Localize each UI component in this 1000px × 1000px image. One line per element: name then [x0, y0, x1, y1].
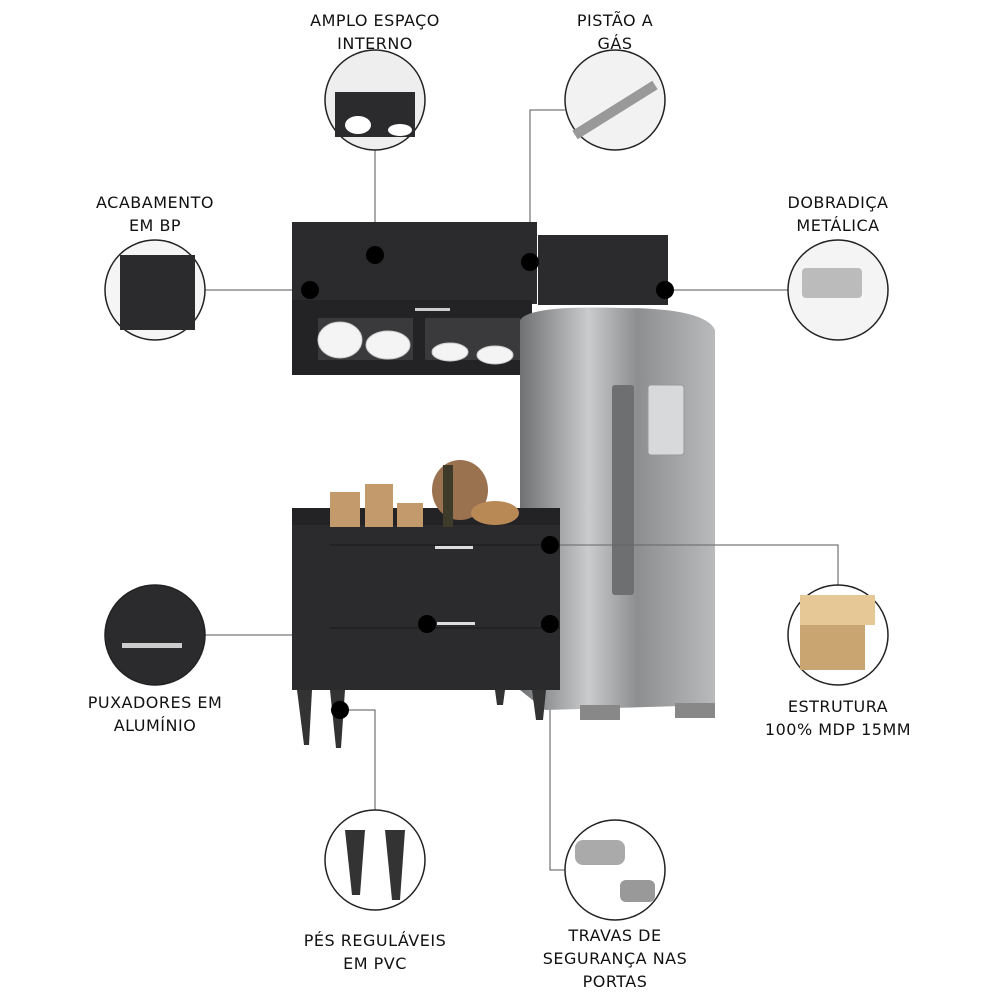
label-line: ALUMÍNIO — [113, 716, 197, 735]
label-line: ESTRUTURA — [787, 697, 889, 716]
base-cabinet — [292, 460, 560, 748]
label-line: PUXADORES EM — [87, 693, 223, 712]
label-line: ACABAMENTO — [96, 193, 214, 212]
label-line: INTERNO — [337, 34, 413, 53]
label-line: AMPLO ESPAÇO — [310, 11, 440, 30]
feature-label-piston: PISTÃO A GÁS — [505, 9, 725, 55]
feature-label-locks: TRAVAS DE SEGURANÇA NAS PORTAS — [505, 924, 725, 993]
label-line: TRAVAS DE — [568, 926, 662, 945]
label-line: PISTÃO A — [576, 11, 654, 30]
label-line: GÁS — [597, 34, 633, 53]
label-line: DOBRADIÇA — [787, 193, 889, 212]
refrigerator — [520, 307, 715, 720]
feature-label-feet: PÉS REGULÁVEIS EM PVC — [265, 929, 485, 975]
label-line: EM PVC — [343, 954, 407, 973]
label-line: PORTAS — [582, 972, 648, 991]
label-line: EM BP — [128, 216, 182, 235]
detail-circles — [104, 49, 889, 921]
label-line: PÉS REGULÁVEIS — [303, 931, 447, 950]
handle-detail — [104, 584, 206, 686]
label-line: SEGURANÇA NAS — [542, 949, 688, 968]
countertop-decor — [330, 460, 519, 527]
feet-detail — [324, 809, 426, 911]
marker-dots — [301, 246, 674, 719]
feature-label-interior: AMPLO ESPAÇO INTERNO — [265, 9, 485, 55]
feature-label-structure: ESTRUTURA 100% MDP 15MM — [728, 695, 948, 741]
feature-label-handles: PUXADORES EM ALUMÍNIO — [45, 691, 265, 737]
label-line: 100% MDP 15MM — [764, 720, 912, 739]
upper-cabinet — [292, 222, 668, 375]
feature-label-finish: ACABAMENTO EM BP — [45, 191, 265, 237]
plates — [317, 321, 514, 365]
feature-label-hinge: DOBRADIÇA METÁLICA — [728, 191, 948, 237]
locks-detail — [564, 819, 666, 921]
label-line: METÁLICA — [796, 216, 880, 235]
